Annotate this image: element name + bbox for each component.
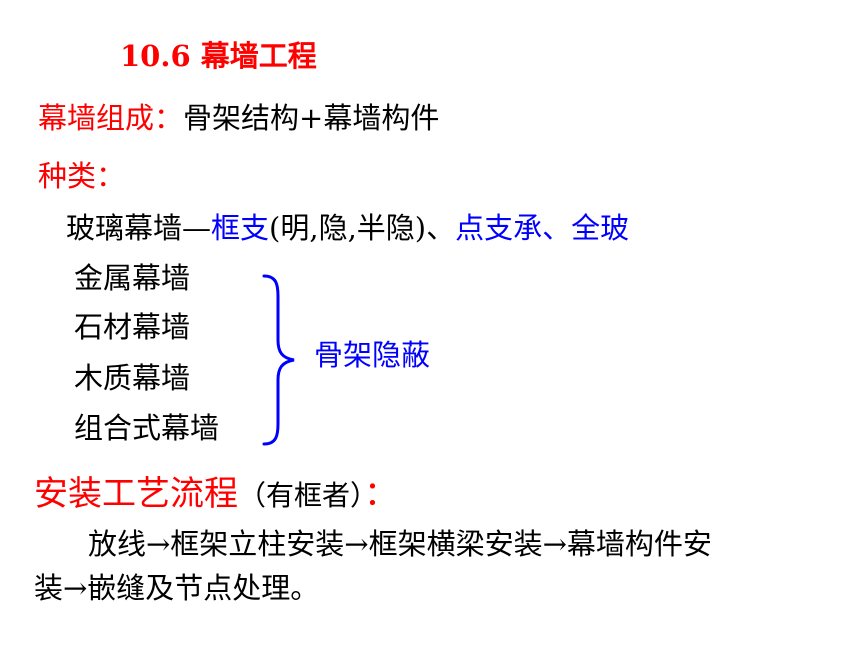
- process-steps-line-2: 装→嵌缝及节点处理。: [34, 571, 320, 605]
- glass-name: 玻璃幕墙—: [66, 211, 212, 245]
- glass-frame: 框支: [211, 211, 270, 245]
- types-label: 种类：: [38, 159, 126, 193]
- composition-label: 幕墙组成：: [38, 101, 184, 135]
- hidden-frame-label: 骨架隐蔽: [314, 338, 431, 372]
- composition-line: 幕墙组成：骨架结构+幕墙构件: [38, 104, 439, 133]
- list-item: 组合式幕墙: [74, 411, 220, 445]
- glass-frame-detail: (明,隐,半隐)、: [269, 211, 456, 245]
- list-item: 金属幕墙: [74, 261, 191, 295]
- process-colon: ：: [364, 474, 399, 514]
- process-steps-line-1: 放线→框架立柱安装→框架横梁安装→幕墙构件安: [88, 527, 712, 561]
- composition-value: 骨架结构+幕墙构件: [183, 101, 440, 135]
- process-subtitle: （有框者）: [238, 479, 365, 512]
- page-title: 10.6 幕墙工程: [120, 39, 317, 73]
- list-item: 石材幕墙: [74, 310, 191, 344]
- curly-brace-icon: [262, 274, 295, 446]
- process-title: 安装工艺流程: [34, 474, 238, 514]
- glass-curtain-wall-line: 玻璃幕墙—框支(明,隐,半隐)、点支承、全玻: [66, 214, 629, 243]
- list-item: 木质幕墙: [74, 361, 191, 395]
- glass-point: 点支承、全玻: [455, 211, 630, 245]
- process-heading: 安装工艺流程（有框者）：: [34, 477, 398, 511]
